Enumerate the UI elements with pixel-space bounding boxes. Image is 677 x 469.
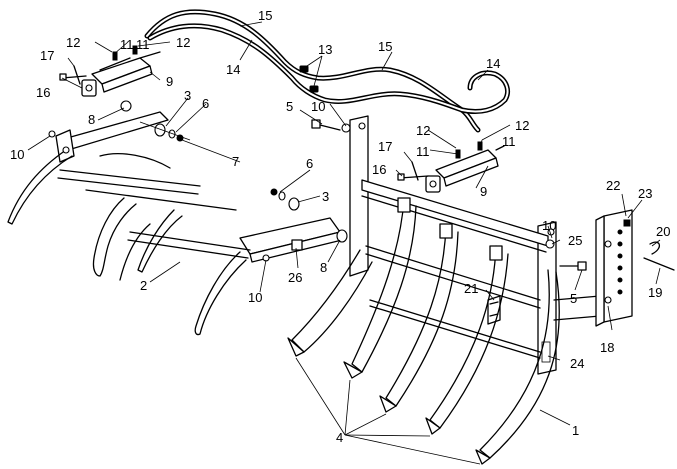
- hose-coupling-13a: [299, 65, 309, 73]
- callout-8b: 8: [320, 260, 327, 275]
- callout-17a: 17: [40, 48, 54, 63]
- callout-23: 23: [638, 186, 652, 201]
- callout-9b: 9: [480, 184, 487, 199]
- pivot-hardware-left: [120, 100, 191, 142]
- callout-24: 24: [570, 356, 584, 371]
- pin-17-left: [73, 65, 81, 85]
- callout-16a: 16: [36, 85, 50, 100]
- callout-12c: 12: [416, 123, 430, 138]
- callout-15b: 15: [378, 39, 392, 54]
- callout-2: 2: [140, 278, 147, 293]
- callout-12b: 12: [176, 35, 190, 50]
- nut-10-left: [48, 130, 56, 138]
- grapple-top-assembly: [7, 111, 343, 336]
- callout-9a: 9: [166, 74, 173, 89]
- leader-lines: [27, 21, 661, 465]
- grapple-frame: [287, 115, 601, 465]
- callout-13: 13: [318, 42, 332, 57]
- callout-19: 19: [648, 285, 662, 300]
- mount-bracket: [595, 209, 633, 327]
- callout-5a: 5: [286, 99, 293, 114]
- hydraulic-cylinder-left: [81, 45, 161, 97]
- hydraulic-cylinder-right: [425, 141, 505, 193]
- callout-labels: 1 2 3 3 4 5 5 6 6 7 8 8 9 9 10 10 10 10 …: [10, 8, 670, 445]
- pivot-hardware-right: [270, 188, 348, 243]
- callout-10b: 10: [248, 290, 262, 305]
- callout-20: 20: [656, 224, 670, 239]
- pin-16-left: [59, 73, 87, 81]
- callout-15a: 15: [258, 8, 272, 23]
- callout-10d: 10: [542, 218, 556, 233]
- callout-1: 1: [572, 423, 579, 438]
- callout-6a: 6: [202, 96, 209, 111]
- callout-22: 22: [606, 178, 620, 193]
- pin-16-right: [397, 173, 429, 181]
- callout-12a: 12: [66, 35, 80, 50]
- callout-17b: 17: [378, 139, 392, 154]
- callout-25: 25: [568, 233, 582, 248]
- callout-6b: 6: [306, 156, 313, 171]
- callout-5b: 5: [570, 291, 577, 306]
- callout-4: 4: [336, 430, 343, 445]
- callout-11c: 11: [136, 37, 150, 52]
- callout-10c: 10: [311, 99, 325, 114]
- callout-18: 18: [600, 340, 614, 355]
- callout-14b: 14: [486, 56, 500, 71]
- callout-11d: 11: [502, 134, 516, 149]
- lynch-pin: [643, 241, 675, 271]
- callout-3b: 3: [322, 189, 329, 204]
- callout-21: 21: [464, 281, 478, 296]
- callout-16b: 16: [372, 162, 386, 177]
- hydraulic-hoses: [144, 9, 510, 133]
- callout-10a: 10: [10, 147, 24, 162]
- callout-7: 7: [232, 154, 239, 169]
- callout-11a: 11: [120, 37, 134, 52]
- callout-12d: 12: [515, 118, 529, 133]
- hose-coupling-13b: [309, 85, 319, 93]
- callout-11b: 11: [416, 144, 430, 159]
- callout-8a: 8: [88, 112, 95, 127]
- callout-3a: 3: [184, 88, 191, 103]
- pivot-bolt-left: [311, 119, 351, 133]
- callout-14a: 14: [226, 62, 240, 77]
- callout-26: 26: [288, 270, 302, 285]
